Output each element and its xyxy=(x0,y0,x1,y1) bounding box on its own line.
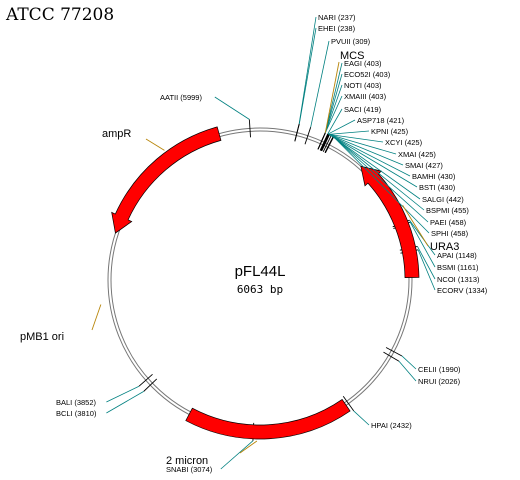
site-label-hpai-2432: HPAI (2432) xyxy=(371,421,412,430)
leader-bali-3852 xyxy=(106,385,140,403)
site-label-xmaiii-403: XMAIII (403) xyxy=(344,92,387,101)
map-title: ATCC 77208 xyxy=(5,5,114,25)
feature-leader-pmb1-ori xyxy=(91,304,102,331)
site-label-bspmi-455: BSPMI (455) xyxy=(426,206,469,215)
leader-ecorv-1334 xyxy=(417,249,436,291)
leader-ehei-238 xyxy=(298,27,317,124)
leader-bspmi-455 xyxy=(332,136,425,211)
leader-xcyi-425 xyxy=(328,133,384,143)
leader-bsmi-1161 xyxy=(409,221,436,268)
site-tick-smai-427 xyxy=(320,134,330,151)
leader-kpni-425 xyxy=(328,130,370,135)
site-tick-asp718-421 xyxy=(320,133,329,151)
site-tick-xmaiii-403 xyxy=(317,132,326,150)
site-label-kpni-425: KPNI (425) xyxy=(371,127,409,136)
site-label-eco52i-403: ECO52I (403) xyxy=(344,70,391,79)
site-label-salgi-442: SALGI (442) xyxy=(422,195,464,204)
site-labels: NARI (237) EHEI (238) PVUII (309) EAGI (403… xyxy=(56,13,488,474)
feature-labels: MCS URA3 2 micron pMB1 ori ampR xyxy=(20,50,459,467)
site-label-sphi-458: SPHI (458) xyxy=(431,229,469,238)
leader-eco52i-403 xyxy=(324,73,343,133)
site-label-bali-3852: BALI (3852) xyxy=(56,398,97,407)
feature-label-two-micron: 2 micron xyxy=(166,455,208,467)
site-label-celii-1990: CELII (1990) xyxy=(418,365,461,374)
site-leaders xyxy=(106,16,436,470)
site-label-xcyi-425: XCYI (425) xyxy=(385,138,423,147)
site-label-ecorv-1334: ECORV (1334) xyxy=(437,286,488,295)
site-tick-sphi-458 xyxy=(324,136,334,154)
site-label-snabi-3074: SNABI (3074) xyxy=(166,465,213,474)
leader-paei-458 xyxy=(333,136,429,223)
feature-label-ampr: ampR xyxy=(102,128,131,140)
site-tick-bsti-430 xyxy=(321,134,330,152)
site-label-ncoi-1313: NCOI (1313) xyxy=(437,275,480,284)
leader-sphi-458 xyxy=(333,136,430,234)
site-label-smai-427: SMAI (427) xyxy=(405,161,443,170)
site-label-apai-1148: APAI (1148) xyxy=(437,251,477,260)
site-tick-hpai-2432 xyxy=(342,396,355,412)
leader-bsti-430 xyxy=(329,134,418,188)
site-label-bsti-430: BSTI (430) xyxy=(419,183,456,192)
leader-ncoi-1313 xyxy=(417,246,436,280)
leader-salgi-442 xyxy=(330,135,421,200)
site-label-bsmi-1161: BSMI (1161) xyxy=(437,263,479,272)
site-tick-ehei-238 xyxy=(294,123,300,142)
feature-label-ura3: URA3 xyxy=(430,241,459,253)
leader-bamhi-430 xyxy=(329,134,411,177)
leader-nari-237 xyxy=(298,16,317,124)
site-label-nrui-2026: NRUI (2026) xyxy=(418,377,461,386)
leader-xmai-425 xyxy=(328,133,397,155)
site-label-saci-419: SACI (419) xyxy=(344,105,382,114)
site-tick-pvuii-309 xyxy=(304,127,312,145)
leader-snabi-3074 xyxy=(220,440,254,470)
leader-noti-403 xyxy=(324,84,343,133)
site-tick-bspmi-455 xyxy=(324,136,334,153)
feature-leader-mcs xyxy=(324,61,340,133)
feature-leader-ura3 xyxy=(402,205,429,247)
feature-arcs xyxy=(111,126,420,440)
site-tick-nrui-2026 xyxy=(383,351,400,362)
ura3-arrow xyxy=(360,165,420,278)
leader-pvuii-309 xyxy=(310,40,330,128)
site-tick-bali-3852 xyxy=(138,374,153,387)
site-label-asp718-421: ASP718 (421) xyxy=(357,116,405,125)
site-label-pvuii-309: PVUII (309) xyxy=(331,37,371,46)
site-label-ehei-238: EHEI (238) xyxy=(318,24,356,33)
leader-celii-1990 xyxy=(401,355,417,370)
leader-bcli-3810 xyxy=(106,391,144,414)
leader-eagi-403 xyxy=(324,62,343,133)
leader-smai-427 xyxy=(328,134,404,166)
site-tick-bcli-3810 xyxy=(143,378,158,392)
leader-nrui-2026 xyxy=(398,360,417,382)
site-label-noti-403: NOTI (403) xyxy=(344,81,382,90)
feature-label-pmb1-ori: pMB1 ori xyxy=(20,331,64,343)
site-label-nari-237: NARI (237) xyxy=(318,13,356,22)
leader-hpai-2432 xyxy=(353,410,370,426)
ampr-arrow xyxy=(111,126,222,234)
plasmid-size: 6063 bp xyxy=(237,283,283,296)
leader-aatii-5999 xyxy=(214,96,250,120)
feature-leader-ampr xyxy=(145,138,165,151)
site-tick-aatii-5999 xyxy=(248,119,251,138)
leader-asp718-421 xyxy=(327,119,356,135)
feature-label-mcs: MCS xyxy=(340,50,364,62)
leader-saci-419 xyxy=(327,108,343,135)
site-tick-celii-1990 xyxy=(385,347,403,357)
site-tick-salgi-442 xyxy=(322,135,332,152)
site-label-paei-458: PAEI (458) xyxy=(430,218,467,227)
two-micron-bar xyxy=(185,398,351,440)
feature-leader-two-micron xyxy=(239,440,258,454)
site-label-bamhi-430: BAMHI (430) xyxy=(412,172,456,181)
site-label-xmai-425: XMAI (425) xyxy=(398,150,436,159)
site-label-aatii-5999: AATII (5999) xyxy=(160,93,202,102)
site-label-bcli-3810: BCLI (3810) xyxy=(56,409,97,418)
leader-xmaiii-403 xyxy=(324,95,343,134)
site-label-eagi-403: EAGI (403) xyxy=(344,59,382,68)
plasmid-name: pFL44L xyxy=(235,263,286,280)
